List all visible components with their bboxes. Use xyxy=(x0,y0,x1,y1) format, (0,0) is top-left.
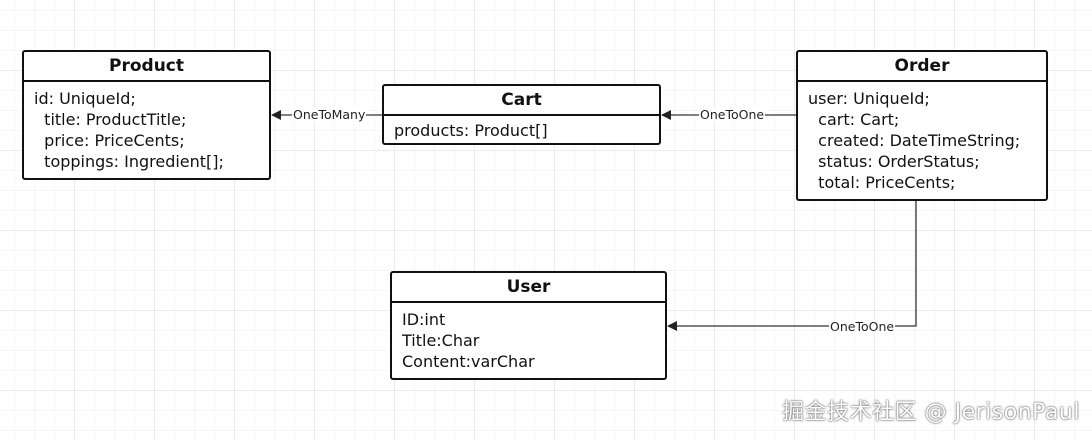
entity-order[interactable]: Order user: UniqueId; cart: Cart; create… xyxy=(796,50,1048,201)
entity-cart[interactable]: Cart products: Product[] xyxy=(382,84,661,145)
entity-field: id: UniqueId; xyxy=(34,89,136,108)
relation-label-order-cart: OneToOne xyxy=(699,107,766,122)
watermark: 掘金技术社区 @ JerisonPaul xyxy=(782,400,1080,425)
entity-field: products: Product[] xyxy=(394,121,548,140)
entity-fields-order: user: UniqueId; cart: Cart; created: Dat… xyxy=(798,82,1046,193)
entity-fields-cart: products: Product[] xyxy=(384,116,659,141)
entity-field: price: PriceCents; xyxy=(34,131,185,150)
relation-label-order-user: OneToOne xyxy=(829,319,896,334)
entity-field: created: DateTimeString; xyxy=(808,131,1021,150)
entity-field: user: UniqueId; xyxy=(808,89,930,108)
entity-field: Title:Char xyxy=(402,331,480,350)
entity-fields-user: ID:int Title:Char Content:varChar xyxy=(392,303,665,372)
entity-field: total: PriceCents; xyxy=(808,173,956,192)
entity-field: title: ProductTitle; xyxy=(34,110,187,129)
entity-title-product: Product xyxy=(24,52,269,82)
entity-user[interactable]: User ID:int Title:Char Content:varChar xyxy=(390,271,667,380)
entity-title-user: User xyxy=(392,273,665,303)
entity-field: Content:varChar xyxy=(402,352,535,371)
relation-label-cart-product: OneToMany xyxy=(292,107,367,122)
entity-field: ID:int xyxy=(402,310,446,329)
entity-product[interactable]: Product id: UniqueId; title: ProductTitl… xyxy=(22,50,271,180)
entity-field: cart: Cart; xyxy=(808,110,900,129)
entity-fields-product: id: UniqueId; title: ProductTitle; price… xyxy=(24,82,269,172)
entity-title-order: Order xyxy=(798,52,1046,82)
entity-title-cart: Cart xyxy=(384,86,659,116)
entity-field: status: OrderStatus; xyxy=(808,152,980,171)
entity-field: toppings: Ingredient[]; xyxy=(34,152,224,171)
edge-order-to-user xyxy=(667,200,917,331)
